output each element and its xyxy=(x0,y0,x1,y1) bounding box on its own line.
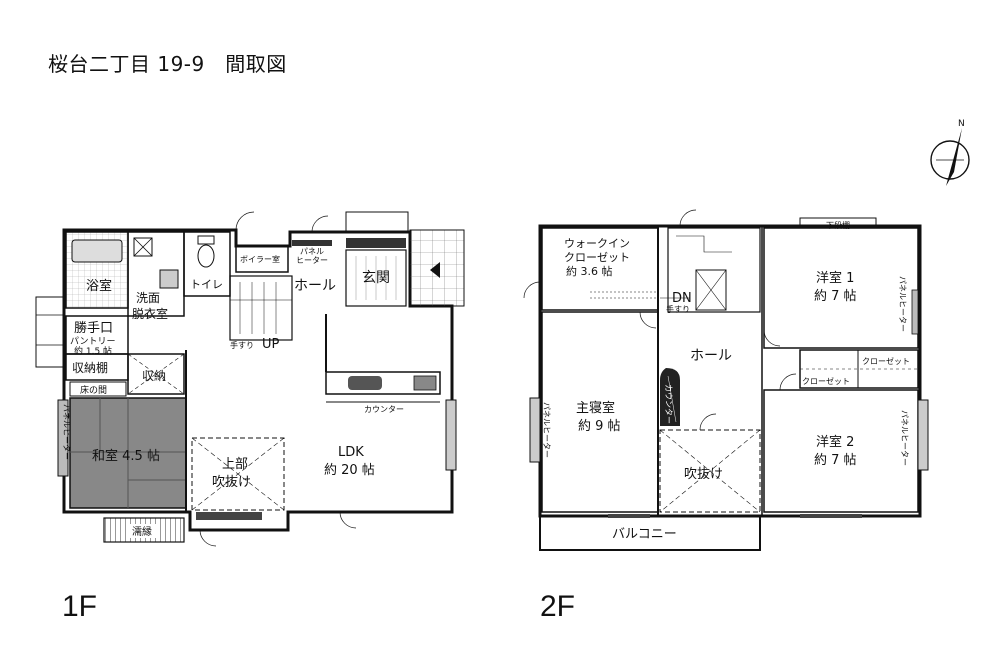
label-west2-2: 約 7 帖 xyxy=(814,453,857,468)
label-walkin-2: クローゼット xyxy=(564,251,630,264)
label-closet-b: クローゼット xyxy=(802,376,850,386)
label-ldk-2: 約 20 帖 xyxy=(324,463,375,478)
floor-1f-labels: 浴室 洗面 脱衣室 トイレ ボイラー室 パネル ヒーター ホール 玄関 勝手口 … xyxy=(62,247,404,538)
label-pantry-1: パントリー xyxy=(70,336,115,347)
floor-1f xyxy=(35,211,465,547)
label-tatami-heater: パネルヒーター xyxy=(62,404,71,460)
label-washroom-2: 脱衣室 xyxy=(132,306,168,321)
label-toilet: トイレ xyxy=(190,278,223,291)
label-veranda: 濡縁 xyxy=(132,525,152,538)
floor-2f-labels: ウォークイン クローゼット 約 3.6 帖 DN 手すり 下段棚 洋室 1 約 … xyxy=(542,220,910,542)
label-bath: 浴室 xyxy=(86,278,112,294)
label-entrance: 玄関 xyxy=(362,269,390,286)
label-hall-1f: ホール xyxy=(294,278,336,294)
label-storage-shelf: 収納棚 xyxy=(72,360,108,375)
label-west2-heater: パネルヒーター xyxy=(900,410,909,466)
label-up: UP xyxy=(262,337,280,352)
label-counter-2f: カウンター xyxy=(664,384,673,424)
label-handrail-1f: 手すり xyxy=(230,340,254,350)
label-master-1: 主寝室 xyxy=(576,400,615,416)
label-pantry-2: 約 1.5 帖 xyxy=(74,345,112,357)
label-balcony: バルコニー xyxy=(612,527,677,542)
label-alcove: 床の間 xyxy=(80,384,107,396)
label-void-2f: 吹抜け xyxy=(684,466,723,482)
compass-icon: N xyxy=(930,119,970,186)
label-west1-1: 洋室 1 xyxy=(816,270,854,286)
label-void-1f-2: 吹抜け xyxy=(212,474,251,490)
label-tatami-room: 和室 4.5 帖 xyxy=(92,448,160,464)
label-master-2: 約 9 帖 xyxy=(578,419,621,434)
floor-label-1f: 1F xyxy=(62,590,98,623)
label-washroom-1: 洗面 xyxy=(136,291,160,305)
label-west1-heater: パネルヒーター xyxy=(898,276,907,332)
label-upper-shelf: 下段棚 xyxy=(826,220,850,230)
floor-label-2f: 2F xyxy=(540,590,576,623)
label-dn: DN xyxy=(672,291,692,306)
page-title: 桜台二丁目 19-9 間取図 xyxy=(48,52,287,76)
label-master-heater: パネルヒーター xyxy=(542,402,551,458)
label-walkin-1: ウォークイン xyxy=(564,237,630,250)
compass-north-label: N xyxy=(958,119,965,129)
label-panel-heater-1: パネル xyxy=(300,247,324,256)
label-west1-2: 約 7 帖 xyxy=(814,289,857,304)
label-back-door: 勝手口 xyxy=(74,321,113,336)
floor-2f xyxy=(523,209,929,551)
label-counter-1f: カウンター xyxy=(364,405,404,414)
label-ldk-1: LDK xyxy=(338,445,364,460)
label-hall-2f: ホール xyxy=(690,348,732,364)
label-closet-a: クローゼット xyxy=(862,356,910,366)
label-panel-heater-2: ヒーター xyxy=(296,256,328,265)
label-storage: 収納 xyxy=(142,369,166,383)
label-west2-1: 洋室 2 xyxy=(816,434,854,450)
label-walkin-3: 約 3.6 帖 xyxy=(566,264,613,278)
label-void-1f-1: 上部 xyxy=(222,457,248,472)
label-boiler: ボイラー室 xyxy=(240,254,280,264)
label-handrail-2f: 手すり xyxy=(666,304,690,314)
